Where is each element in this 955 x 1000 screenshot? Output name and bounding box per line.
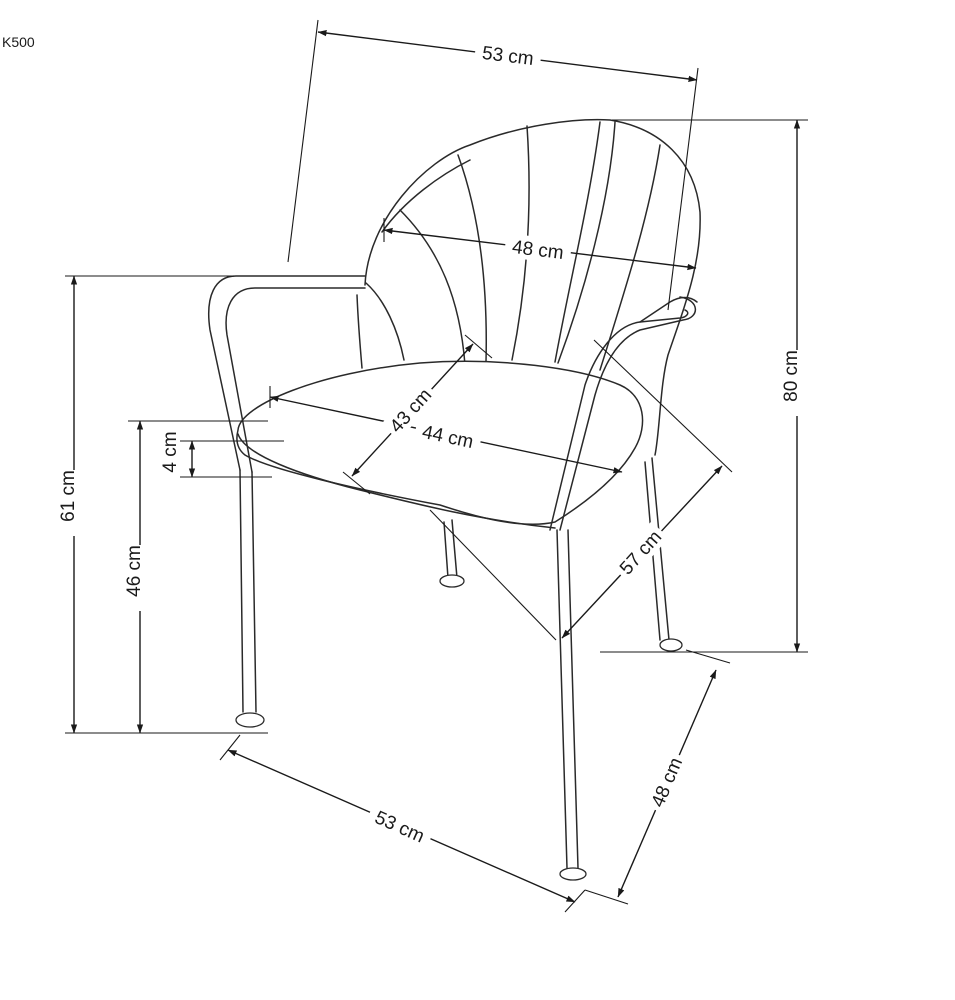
extension-line [429,509,557,641]
extension-line [464,334,493,359]
dimension-label-seat-height: 46 cm [124,545,145,597]
extension-line [564,889,586,913]
left-armrest [208,275,366,471]
front-right-foot [559,867,587,881]
extension-line [287,19,319,263]
rib [399,209,466,366]
front-left-leg [239,469,257,713]
right-armrest-cap [639,296,698,323]
extension-line [593,339,733,473]
backrest [364,118,701,456]
rib [457,154,487,363]
left-armrest-inner [225,287,366,473]
extension-line [584,889,629,905]
dimension-labels: 53 cm 48 cm 44 cm 80 cm 61 cm 46 cm 4 cm… [58,38,809,851]
chair-drawing [208,118,701,881]
right-armrest [559,296,697,531]
back-right-foot [659,638,683,652]
model-code: K500 [2,34,35,50]
rib [365,282,405,361]
dimension-label-seat-thickness: 4 cm [160,431,181,472]
dimension-label-armrest-height: 61 cm [58,470,79,522]
front-left-foot [235,712,265,728]
extension-line [219,734,241,761]
back-left-foot [439,574,465,588]
backrest-inner-edge [381,159,471,233]
back-left-leg [443,519,458,579]
rib [356,294,363,369]
extension-line [685,649,731,664]
front-right-leg [556,529,579,869]
dimension-label-total-height: 80 cm [781,350,802,402]
extension-line [342,471,371,495]
